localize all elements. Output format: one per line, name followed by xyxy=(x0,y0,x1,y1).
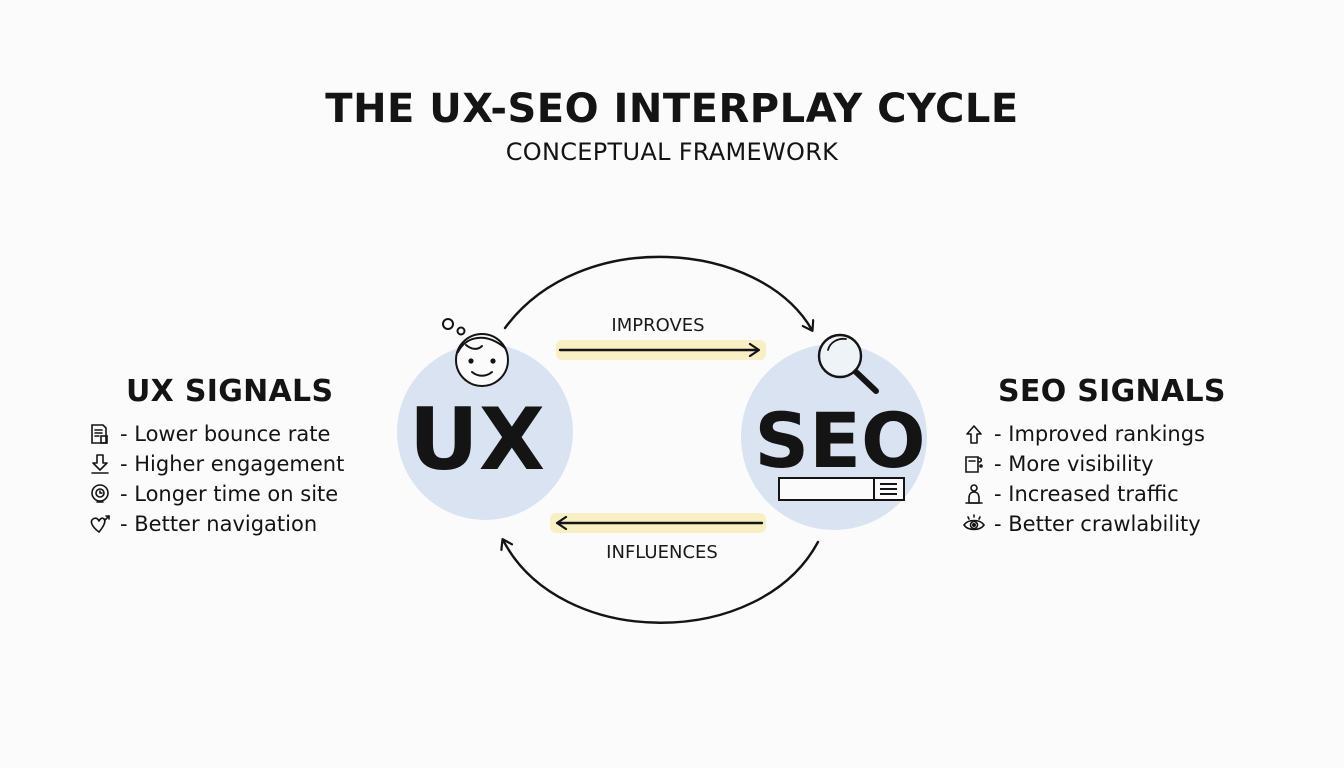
top-cycle-arc xyxy=(503,255,812,330)
diagram-title: THE UX-SEO INTERPLAY CYCLE xyxy=(325,86,1019,132)
list-item: - Increased traffic xyxy=(962,479,1282,509)
list-item: - Longer time on site xyxy=(88,479,388,509)
seo-signals-panel: SEO SIGNALS - Improved rankings - More v… xyxy=(962,374,1282,539)
traffic-icon xyxy=(962,482,986,506)
list-item: - More visibility xyxy=(962,449,1282,479)
eye-icon xyxy=(962,512,986,536)
ux-signal-text: - Higher engagement xyxy=(120,452,345,476)
ux-signal-text: - Longer time on site xyxy=(120,482,339,506)
list-item: - Lower bounce rate xyxy=(88,419,388,449)
improves-label: IMPROVES xyxy=(611,315,704,336)
ux-signal-text: - Better navigation xyxy=(120,512,318,536)
seo-signals-heading: SEO SIGNALS xyxy=(998,374,1226,409)
arrow-up-icon xyxy=(962,422,986,446)
influences-label: INFLUENCES xyxy=(606,542,718,563)
seo-signal-text: - Improved rankings xyxy=(994,422,1205,446)
heart-icon xyxy=(88,512,112,536)
bottom-cycle-arc xyxy=(503,540,820,624)
diagram-subtitle: CONCEPTUAL FRAMEWORK xyxy=(505,138,839,166)
list-item: - Better navigation xyxy=(88,509,388,539)
ux-signals-panel: UX SIGNALS - Lower bounce rate - Higher … xyxy=(88,374,388,539)
seo-signals-list: - Improved rankings - More visibility - … xyxy=(962,419,1282,539)
seo-node-label: SEO xyxy=(754,396,925,485)
document-icon xyxy=(88,422,112,446)
clock-icon xyxy=(88,482,112,506)
list-item: - Improved rankings xyxy=(962,419,1282,449)
seo-signal-text: - More visibility xyxy=(994,452,1154,476)
ux-node-label: UX xyxy=(409,390,545,490)
magnifier-icon xyxy=(817,333,879,394)
ux-node-circle xyxy=(397,344,573,520)
arrow-down-icon xyxy=(88,452,112,476)
ux-signals-list: - Lower bounce rate - Higher engagement … xyxy=(88,419,388,539)
list-item: - Better crawlability xyxy=(962,509,1282,539)
smiley-face-icon xyxy=(442,318,509,387)
seo-signal-text: - Increased traffic xyxy=(994,482,1179,506)
ux-signals-heading: UX SIGNALS xyxy=(126,374,334,409)
ux-signal-text: - Lower bounce rate xyxy=(120,422,331,446)
visibility-icon xyxy=(962,452,986,476)
seo-signal-text: - Better crawlability xyxy=(994,512,1201,536)
search-bar-icon xyxy=(778,477,905,501)
list-item: - Higher engagement xyxy=(88,449,388,479)
